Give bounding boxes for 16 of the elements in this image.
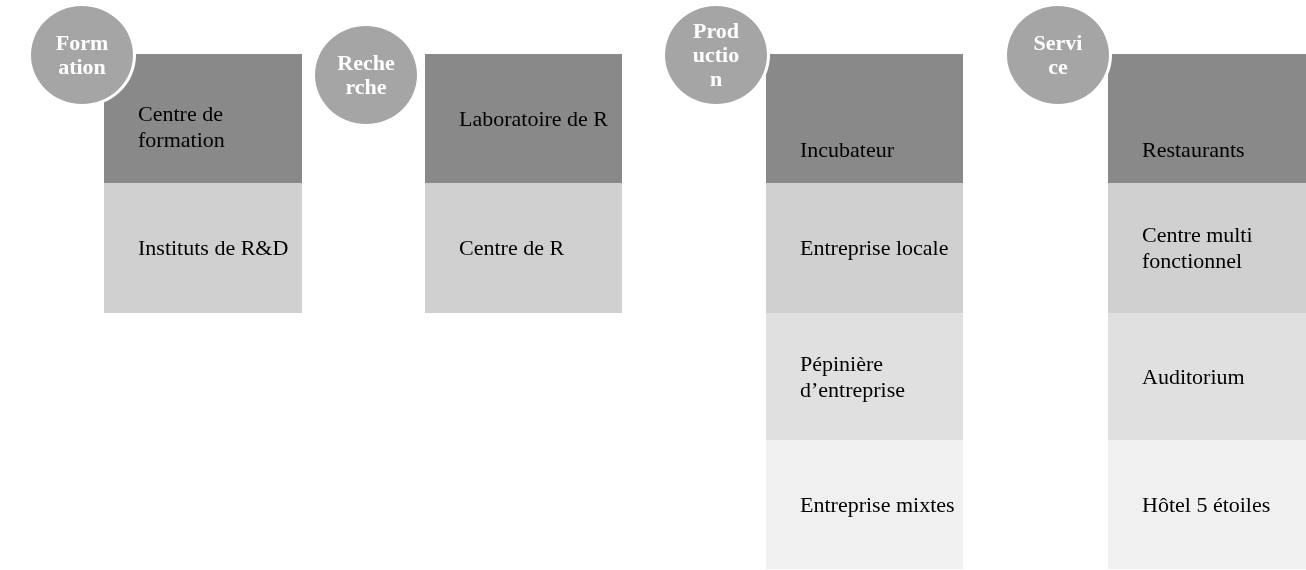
item-box: Instituts de R&D (104, 183, 302, 313)
category-circle: Service (1004, 3, 1112, 107)
item-box: Centre de formation (104, 54, 302, 183)
item-box: Centre multi fonctionnel (1108, 183, 1306, 313)
item-box: Entreprise mixtes (766, 440, 963, 569)
item-box: Restaurants (1108, 54, 1306, 183)
category-circle: Production (662, 3, 770, 107)
item-box: Incubateur (766, 54, 963, 183)
item-box: Auditorium (1108, 313, 1306, 440)
item-box: Pépinière d’entreprise (766, 313, 963, 440)
item-box: Centre de R (425, 183, 622, 313)
item-box: Hôtel 5 étoiles (1108, 440, 1306, 569)
category-circle: Recherche (312, 23, 420, 127)
item-box: Entreprise locale (766, 183, 963, 313)
category-circle: Formation (28, 3, 136, 107)
item-box: Laboratoire de R (425, 54, 622, 183)
